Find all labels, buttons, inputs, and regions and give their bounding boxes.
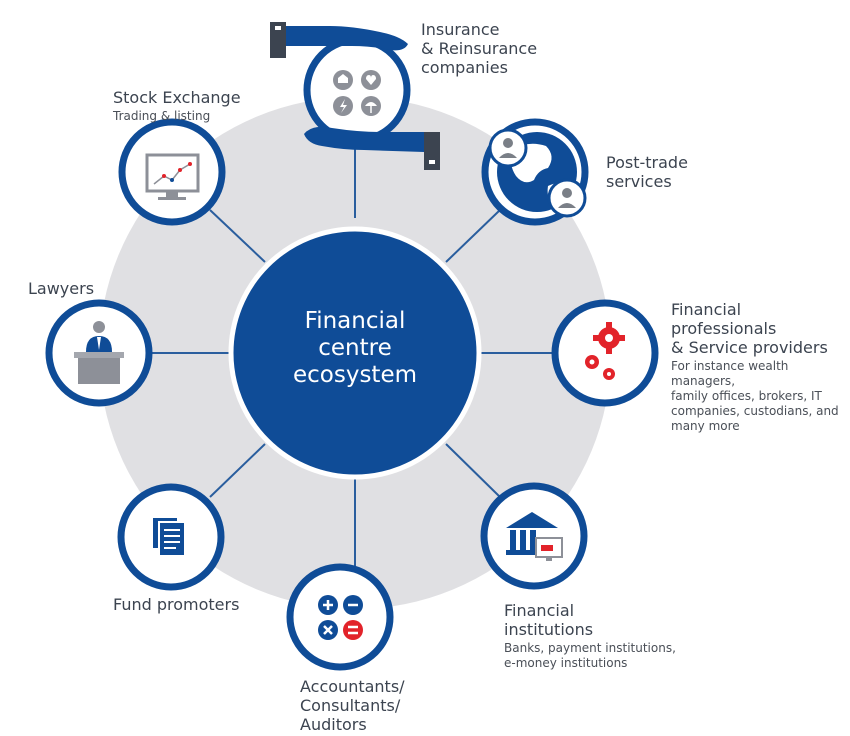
financial-professionals-title: Financial professionals & Service provid… <box>671 300 828 357</box>
accountants-label-group: Accountants/ Consultants/ Auditors <box>300 677 405 734</box>
fund-promoters-node <box>117 483 225 591</box>
fund-promoters-label-group: Fund promoters <box>113 595 239 614</box>
stock-exchange-node <box>118 118 226 226</box>
hands-holding-insurance-icon <box>270 22 440 170</box>
documents-icon <box>153 518 186 557</box>
post-trade-title: Post-trade services <box>606 153 688 191</box>
insurance-title: Insurance & Reinsurance companies <box>421 20 538 77</box>
financial-professionals-subtitle: For instance wealth managers, family off… <box>671 359 839 433</box>
insurance-node-circle <box>303 36 411 144</box>
financial-institutions-label-group: Financial institutions Banks, payment in… <box>504 601 676 671</box>
connector-financial-institutions <box>445 443 501 498</box>
financial-professionals-node-circle <box>551 299 659 407</box>
lawyers-label-group: Lawyers <box>28 279 94 298</box>
insurance-label-group: Insurance & Reinsurance companies <box>421 20 537 77</box>
chart-monitor-icon <box>145 153 200 200</box>
calculator-icon <box>318 595 363 640</box>
accountants-node-circle <box>286 563 394 671</box>
financial-institutions-node <box>480 482 588 590</box>
financial-professionals-label-group: Financial professionals & Service provid… <box>671 300 850 434</box>
stock-exchange-title: Stock Exchange <box>113 88 241 107</box>
center-hub <box>228 226 482 480</box>
connector-fund-promoters <box>209 443 266 498</box>
fund-promoters-title: Fund promoters <box>113 595 240 614</box>
financial-institutions-title: Financial institutions <box>504 601 594 639</box>
accountants-title: Accountants/ Consultants/ Auditors <box>300 677 405 734</box>
post-trade-node <box>481 118 589 226</box>
globe-people-icon <box>488 128 587 218</box>
connector-post-trade <box>445 209 501 263</box>
connector-lines <box>150 140 555 568</box>
insurance-node <box>270 22 440 170</box>
financial-professionals-node <box>551 299 659 407</box>
lawyer-podium-icon <box>74 321 124 384</box>
gears-icon <box>585 322 625 380</box>
stock-exchange-label-group: Stock Exchange Trading & listing <box>113 88 241 124</box>
center-label: Financial centre ecosystem <box>292 308 418 388</box>
lawyers-title: Lawyers <box>28 279 95 298</box>
connector-stock-exchange <box>209 209 266 263</box>
lawyers-node <box>45 299 153 407</box>
stock-exchange-subtitle: Trading & listing <box>113 109 211 123</box>
accountants-node <box>286 563 394 671</box>
financial-institutions-subtitle: Banks, payment institutions, e-money ins… <box>504 641 676 670</box>
bank-icon <box>506 512 563 561</box>
post-trade-label-group: Post-trade services <box>606 153 688 191</box>
